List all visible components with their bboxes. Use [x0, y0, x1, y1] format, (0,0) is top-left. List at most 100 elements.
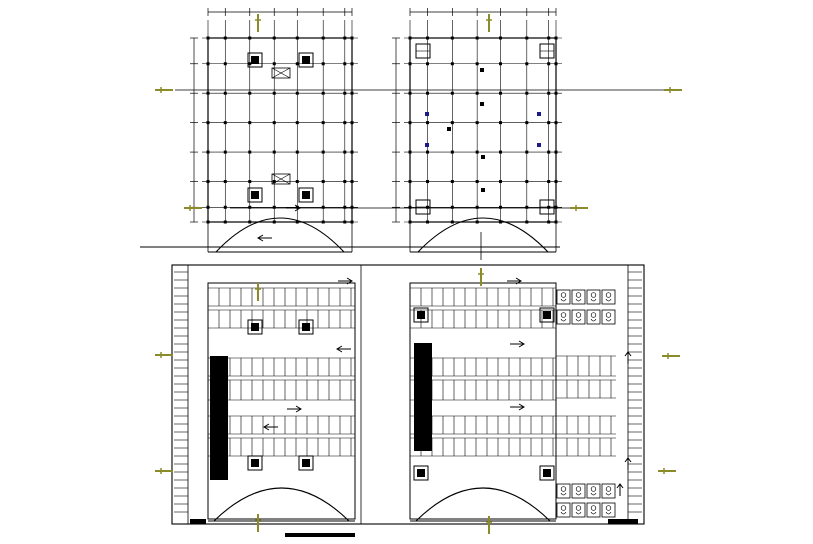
structural-column — [223, 180, 227, 184]
structural-column — [554, 180, 558, 184]
wheelchair-stall — [571, 309, 586, 325]
structural-column — [547, 180, 551, 184]
structural-column — [343, 205, 347, 209]
structural-column — [206, 36, 210, 40]
column-marker — [480, 102, 484, 106]
structural-column — [547, 150, 551, 154]
structural-column — [272, 36, 276, 40]
half-outline — [207, 282, 356, 520]
structural-column — [206, 91, 210, 95]
structural-column — [321, 36, 325, 40]
stair-core-fill — [302, 191, 310, 199]
structural-column — [272, 91, 276, 95]
section-marker — [486, 516, 492, 534]
structural-column — [295, 150, 299, 154]
stair-core-fill — [251, 191, 259, 199]
stair-core-fill — [417, 469, 425, 477]
structural-column — [295, 62, 299, 66]
direction-arrow — [257, 234, 273, 242]
wheelchair-stall — [556, 309, 571, 325]
column-marker — [481, 155, 485, 159]
structural-column — [272, 62, 276, 66]
structural-column — [223, 36, 227, 40]
scale-bar — [285, 533, 355, 537]
structural-column — [321, 150, 325, 154]
section-marker — [155, 352, 173, 358]
stair-core — [247, 455, 263, 471]
wheelchair-stall — [556, 289, 571, 305]
stair-core — [539, 307, 555, 323]
structural-column — [554, 205, 558, 209]
structural-column — [554, 91, 558, 95]
structural-column — [343, 121, 347, 125]
parking-outline — [171, 264, 645, 525]
base-block — [608, 519, 638, 524]
structural-column — [450, 180, 454, 184]
wheelchair-stall — [601, 289, 616, 305]
structural-column — [554, 121, 558, 125]
structural-column — [223, 205, 227, 209]
structural-column — [206, 121, 210, 125]
ramp-wall — [210, 356, 228, 480]
entrance-arch — [215, 217, 345, 253]
structural-column — [475, 121, 479, 125]
stair-core — [298, 455, 314, 471]
structural-column — [206, 150, 210, 154]
structural-column — [426, 121, 430, 125]
structural-column — [321, 180, 325, 184]
structural-column — [475, 91, 479, 95]
structural-column — [248, 180, 252, 184]
section-marker — [255, 283, 261, 301]
section-marker — [486, 14, 492, 32]
entrance-arch — [417, 217, 549, 253]
stair-core — [298, 52, 314, 68]
vertical-arrow — [616, 483, 624, 496]
structural-column — [475, 220, 479, 224]
structural-column — [248, 91, 252, 95]
wheelchair-stall — [571, 483, 586, 499]
structural-column — [475, 36, 479, 40]
stair-core-fill — [543, 469, 551, 477]
structural-column — [547, 36, 551, 40]
structural-column — [223, 220, 227, 224]
structural-column — [321, 205, 325, 209]
structural-column — [475, 180, 479, 184]
wheelchair-stall — [586, 309, 601, 325]
ramp-wall — [414, 343, 432, 451]
structural-column — [408, 121, 412, 125]
structural-column — [450, 91, 454, 95]
section-marker — [155, 87, 173, 93]
structural-column — [272, 150, 276, 154]
structural-column — [248, 36, 252, 40]
structural-column — [499, 36, 503, 40]
vertical-arrow — [624, 457, 632, 470]
stair-core — [413, 465, 429, 481]
structural-column — [547, 121, 551, 125]
stair-core — [539, 465, 555, 481]
structural-column — [426, 36, 430, 40]
structural-column — [321, 91, 325, 95]
structural-column — [525, 121, 529, 125]
structural-column — [350, 205, 354, 209]
structural-column — [223, 121, 227, 125]
elevator-core — [271, 67, 291, 79]
structural-column — [554, 150, 558, 154]
column-marker-blue — [537, 112, 541, 116]
plan-outline — [207, 37, 353, 223]
section-marker — [255, 14, 261, 32]
structural-column — [408, 205, 412, 209]
lower-parking-plan — [171, 264, 645, 537]
entrance-arch — [415, 487, 551, 522]
structural-column — [426, 180, 430, 184]
structural-column — [343, 36, 347, 40]
stair-core — [247, 187, 263, 203]
section-marker — [155, 468, 173, 474]
direction-arrow — [509, 340, 525, 348]
structural-column — [525, 180, 529, 184]
structural-column — [343, 91, 347, 95]
structural-column — [295, 205, 299, 209]
structural-column — [272, 220, 276, 224]
stair-core-fill — [302, 323, 310, 331]
structural-column — [499, 121, 503, 125]
